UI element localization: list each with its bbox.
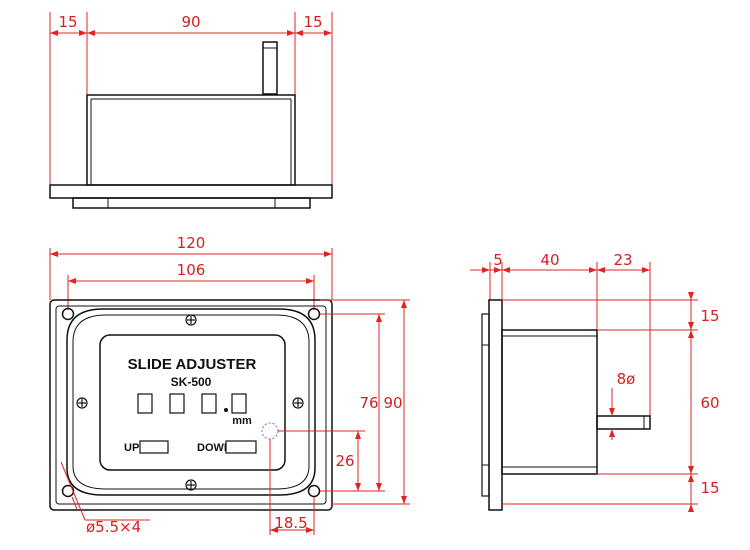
digit-window-2: [169, 393, 185, 414]
side-shaft: [596, 415, 651, 430]
shaft-dia-leader: [609, 388, 615, 440]
front-dim-120: 120: [177, 234, 206, 252]
mount-holes: [61, 307, 321, 498]
front-bottom-dims: [60, 439, 315, 535]
side-height-dims: [502, 292, 698, 512]
top-dim-left: 15: [58, 13, 77, 31]
top-view: 15 90 15: [49, 12, 333, 209]
front-dim-90: 90: [383, 394, 402, 412]
front-view: 120 106 SLIDE ADJUSTER SK-500: [49, 234, 410, 536]
side-dim-23: 23: [613, 251, 632, 269]
unit-label: mm: [232, 415, 252, 427]
top-base: [72, 197, 311, 209]
screw-right: [292, 397, 304, 409]
up-label: UP: [124, 442, 139, 454]
mount-hole-callout: ø5.5×4: [86, 518, 141, 536]
side-flange-back: [481, 313, 490, 497]
screws: [76, 314, 304, 491]
side-dim-15-bottom: 15: [700, 479, 719, 497]
side-flange: [488, 299, 503, 511]
side-dim-60: 60: [700, 394, 719, 412]
panel-title: SLIDE ADJUSTER: [128, 356, 257, 373]
mount-hole-top-left: [61, 307, 75, 321]
side-dim-15-top: 15: [700, 307, 719, 325]
top-dimension-lines: [49, 12, 333, 188]
top-body: [86, 94, 296, 186]
digit-window-4: [231, 393, 247, 414]
side-width-dims: [470, 262, 651, 416]
side-dim-5: 5: [493, 251, 503, 269]
down-label: DOWN: [197, 442, 232, 454]
label-plate: [99, 334, 286, 471]
side-view: 5 40 23 8ø 15 60 15: [470, 251, 720, 512]
front-dim-26: 26: [335, 452, 354, 470]
screw-bottom: [185, 479, 197, 491]
front-plate: [49, 299, 333, 511]
indicator-lamp: [261, 422, 279, 440]
front-width-dims: [49, 248, 333, 310]
digit-display: [137, 393, 247, 414]
mount-hole-top-right: [307, 307, 321, 321]
front-recess: [66, 308, 316, 496]
side-dim-40: 40: [540, 251, 559, 269]
side-body: [501, 329, 598, 475]
screw-left: [76, 397, 88, 409]
front-dim-76: 76: [359, 394, 378, 412]
digit-window-3: [201, 393, 217, 414]
panel-model: SK-500: [171, 375, 212, 389]
front-dim-18-5: 18.5: [274, 514, 307, 532]
side-dim-8-dia: 8ø: [617, 370, 636, 388]
screw-top: [185, 314, 197, 326]
up-button[interactable]: [139, 440, 169, 454]
mount-hole-bottom-right: [307, 484, 321, 498]
top-flange: [49, 184, 333, 199]
down-button[interactable]: [225, 440, 257, 454]
digit-window-1: [137, 393, 153, 414]
top-dim-right: 15: [303, 13, 322, 31]
top-dim-center: 90: [181, 13, 200, 31]
decimal-point: [224, 408, 228, 412]
front-height-dims: [278, 299, 410, 505]
front-dim-106: 106: [177, 261, 206, 279]
top-shaft: [262, 41, 278, 95]
